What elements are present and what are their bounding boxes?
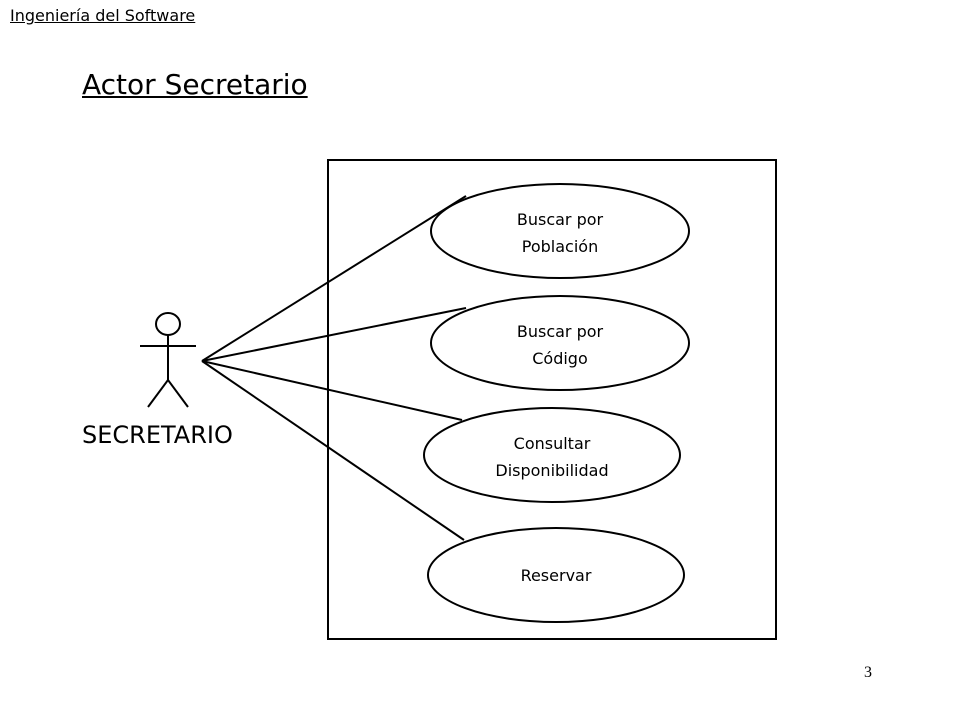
actor-figure [140, 312, 196, 408]
associations [201, 195, 467, 541]
use-case-label-line1: Buscar por [517, 322, 604, 341]
use-case-ellipse [423, 407, 681, 503]
association-reservar [201, 360, 465, 541]
use-case-buscar-por-codigo: Buscar por Código [430, 295, 690, 391]
use-case-label-line2: Disponibilidad [495, 461, 608, 480]
use-case-reservar: Reservar [427, 527, 685, 623]
actor-head [155, 312, 181, 336]
association-buscar-poblacion [201, 195, 467, 362]
slide-title: Actor Secretario [82, 68, 308, 101]
use-case-label-line1: Buscar por [517, 210, 604, 229]
system-boundary [327, 159, 777, 640]
actor-name: SECRETARIO [82, 421, 233, 449]
use-case-buscar-por-poblacion: Buscar por Población [430, 183, 690, 279]
association-buscar-codigo [201, 307, 467, 362]
use-case-label: Reservar [521, 566, 592, 585]
use-case-label-line1: Consultar [514, 434, 591, 453]
association-consultar-disponibilidad [201, 360, 463, 421]
course-header: Ingeniería del Software [10, 6, 196, 25]
use-case-label-line2: Código [532, 349, 588, 368]
use-case-ellipse [430, 183, 690, 279]
use-case-ellipse [427, 527, 685, 623]
actor-right-leg [167, 379, 189, 408]
actor-left-leg [147, 379, 169, 408]
use-case-ellipse [430, 295, 690, 391]
use-case-consultar-disponibilidad: Consultar Disponibilidad [423, 407, 681, 503]
page-number: 3 [864, 664, 872, 681]
use-case-label-line2: Población [522, 237, 598, 256]
